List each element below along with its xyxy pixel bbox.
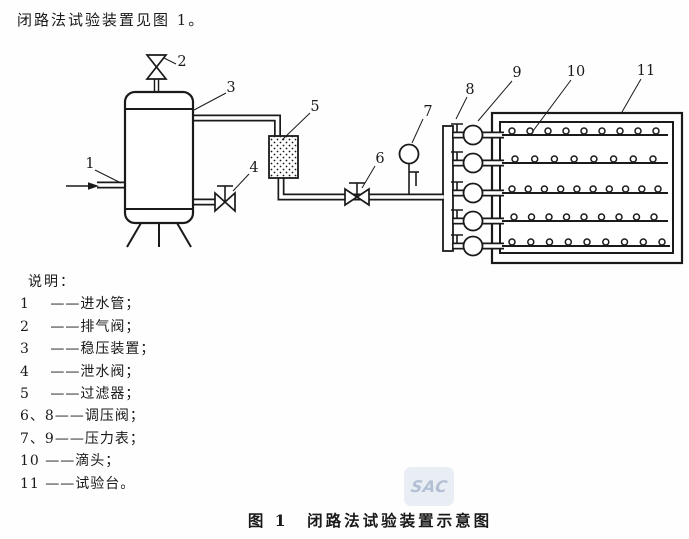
dripper-emitter — [508, 127, 516, 135]
label-1: 1 — [85, 156, 94, 172]
dripper-emitter — [508, 238, 516, 246]
dripper-emitter — [650, 213, 658, 221]
dripper-emitter — [526, 127, 534, 135]
label-8: 8 — [465, 82, 474, 98]
figure-caption: 图 1 闭路法试验装置示意图 — [247, 511, 493, 530]
dripper-emitter — [652, 127, 660, 135]
legend-item: 11 ——试验台。 — [20, 475, 136, 492]
dripper-emitter — [629, 155, 638, 163]
dripper-emitter — [654, 185, 662, 193]
dripper-emitter — [524, 185, 532, 193]
drain-valve-icon — [214, 185, 236, 213]
label-5: 5 — [310, 99, 319, 115]
branch-valve-icon — [451, 209, 463, 219]
dripper-emitter — [639, 238, 648, 246]
legend-item: 6、8——调压阀； — [20, 408, 145, 425]
dripper-emitter — [634, 127, 642, 135]
label-2: 2 — [177, 54, 186, 70]
legend-title: 说明： — [28, 274, 76, 290]
branch-gauge — [462, 182, 484, 204]
sac-watermark: SAC — [404, 467, 454, 506]
legend-item: 1 ——进水管； — [20, 296, 141, 313]
label-11: 11 — [637, 63, 655, 79]
leader-lines — [94, 57, 642, 192]
dripper-emitter — [562, 127, 570, 135]
dripper-emitter — [508, 185, 516, 193]
dripper-emitter — [615, 213, 623, 221]
legend-items: 1 ——进水管； 2 ——排气阀； 3 ——稳压装置； 4 ——泄水阀； 5 ——过滤器… — [20, 293, 155, 495]
dripper-emitter — [658, 238, 666, 246]
dripper-emitter — [590, 155, 598, 163]
dripper-emitter — [616, 127, 624, 135]
dripper-emitter — [609, 155, 618, 163]
dripper-emitter — [583, 238, 591, 246]
tank-legs — [126, 222, 192, 248]
intro-text: 闭路法试验装置见图 1。 — [17, 11, 206, 29]
branch-gauge — [462, 124, 484, 146]
legend-item: 2 ——排气阀； — [20, 318, 141, 335]
legend: 说明： 1 ——进水管； 2 ——排气阀； 3 ——稳压装置； 4 ——泄水阀； 5 —… — [20, 271, 155, 495]
dripper-emitter — [564, 238, 573, 246]
dripper-emitter — [562, 213, 571, 221]
label-10: 10 — [567, 64, 585, 80]
exhaust-valve-icon — [145, 54, 168, 80]
branch-gauge — [462, 152, 484, 174]
dripper-emitter — [632, 213, 641, 221]
dripper-emitter — [580, 213, 588, 221]
dripper-emitter — [621, 185, 630, 193]
branch-valve-icon — [451, 151, 463, 161]
dripper-emitter — [570, 155, 578, 163]
dripper-emitter — [530, 155, 539, 163]
stabilizer-tank — [123, 90, 195, 248]
dripper-emitter — [556, 185, 565, 193]
dripper-emitter — [545, 213, 553, 221]
branch-valve-icon — [451, 234, 463, 244]
dripper-emitter — [510, 213, 518, 221]
sac-watermark-text: SAC — [409, 477, 449, 496]
dripper-emitter — [511, 155, 519, 163]
dripper-emitter — [550, 155, 559, 163]
manifold-pipe — [442, 125, 454, 252]
label-7: 7 — [423, 104, 432, 120]
legend-item: 3 ——稳压装置； — [20, 341, 156, 358]
label-3: 3 — [226, 80, 235, 96]
legend-item: 5 ——过滤器； — [20, 386, 141, 403]
dripper-emitter — [598, 127, 606, 135]
branch-valve-icon — [451, 181, 463, 191]
dripper-emitter — [638, 185, 646, 193]
dripper-emitter — [597, 213, 606, 221]
dripper-emitter — [544, 127, 552, 135]
dripper-emitter — [620, 238, 629, 246]
dripper-emitter — [527, 213, 536, 221]
dripper-emitter — [589, 185, 597, 193]
legend-item: 10 ——滴头； — [20, 453, 121, 470]
branch-gauge — [462, 235, 484, 257]
regulating-valve-icon — [344, 182, 370, 207]
legend-item: 7、9——压力表； — [20, 430, 145, 447]
test-bench — [490, 111, 684, 265]
dripper-emitter — [605, 185, 614, 193]
branch-gauge — [462, 210, 484, 232]
filter — [268, 135, 299, 179]
dripper-emitter — [527, 238, 535, 246]
dripper-emitter — [573, 185, 581, 193]
legend-item: 4 ——泄水阀； — [20, 363, 141, 380]
branch-valve-icon — [451, 123, 463, 133]
inlet-arrow-icon — [66, 182, 99, 190]
label-9: 9 — [512, 65, 521, 81]
dripper-emitter — [602, 238, 610, 246]
dripper-emitter — [580, 127, 588, 135]
dripper-emitter — [649, 155, 657, 163]
pressure-gauge — [398, 143, 420, 194]
item-labels: 1 2 3 4 5 6 7 8 9 10 11 — [85, 54, 655, 176]
label-4: 4 — [249, 160, 258, 176]
label-6: 6 — [375, 151, 384, 167]
dripper-emitter — [540, 185, 549, 193]
dripper-emitter — [545, 238, 554, 246]
